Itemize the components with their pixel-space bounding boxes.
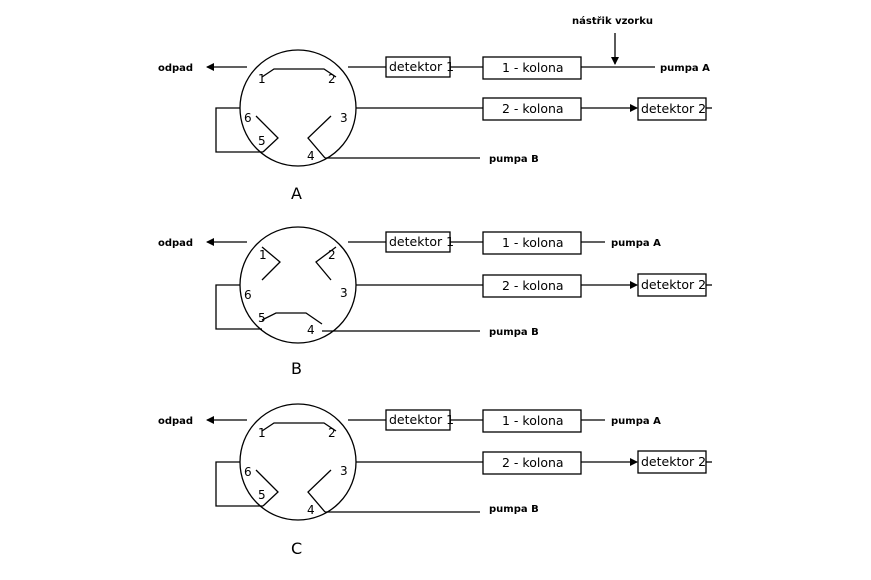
column1-label-c: 1 - kolona [502, 413, 564, 428]
pump-a-label-b: pumpa A [611, 238, 661, 249]
channel-1-6-b [261, 246, 281, 281]
port-2-b: 2 [328, 248, 336, 262]
valve-a [239, 49, 357, 167]
panel-c: odpad detektor 1 1 - kolona pumpa A 2 - … [158, 403, 712, 558]
channel-4-5-b [261, 312, 323, 325]
detector1-label-c: detektor 1 [389, 412, 454, 427]
column2-label-b: 2 - kolona [502, 278, 564, 293]
detector2-label-b: detektor 2 [641, 277, 706, 292]
column2-box-c [482, 451, 582, 475]
port-3-a: 3 [340, 111, 348, 125]
panel-a: odpad detektor 1 1 - kolona pumpa A nást… [158, 15, 712, 203]
valve-b [239, 226, 357, 344]
column2-label-c: 2 - kolona [502, 455, 564, 470]
channel-5-6-a [255, 115, 279, 153]
loop-c [215, 461, 263, 507]
detector1-label-b: detektor 1 [389, 234, 454, 249]
pump-b-label-c: pumpa B [489, 504, 539, 515]
panel-b: odpad detektor 1 1 - kolona pumpa A 2 - … [158, 226, 712, 378]
sample-injection-label: nástřik vzorku [572, 15, 653, 27]
port-4-a: 4 [307, 149, 315, 163]
port-2-c: 2 [328, 426, 336, 440]
column2-box-a [482, 97, 582, 121]
detector2-label-c: detektor 2 [641, 454, 706, 469]
detector1-label-a: detektor 1 [389, 59, 454, 74]
port-6-a: 6 [244, 111, 252, 125]
port-3-b: 3 [340, 286, 348, 300]
port-5-a: 5 [258, 134, 266, 148]
panel-letter-b: B [291, 359, 302, 378]
channel-3-4-c [307, 469, 332, 513]
pump-b-label-b: pumpa B [489, 327, 539, 338]
channel-3-4-a [307, 115, 332, 159]
column1-label-b: 1 - kolona [502, 235, 564, 250]
port-1-c: 1 [258, 426, 266, 440]
valve-c [239, 403, 357, 521]
port-1-a: 1 [258, 72, 266, 86]
column2-box-b [482, 274, 582, 298]
port-5-c: 5 [258, 488, 266, 502]
pump-b-label-a: pumpa B [489, 154, 539, 165]
column1-label-a: 1 - kolona [502, 60, 564, 75]
port-4-b: 4 [307, 323, 315, 337]
panel-letter-a: A [291, 184, 302, 203]
channel-5-6-c [255, 469, 279, 507]
loop-b [215, 284, 262, 330]
port-5-b: 5 [258, 311, 266, 325]
panel-letter-c: C [291, 539, 302, 558]
channel-2-3-b [315, 246, 337, 281]
pump-a-label-a: pumpa A [660, 63, 710, 74]
port-2-a: 2 [328, 72, 336, 86]
port-6-b: 6 [244, 288, 252, 302]
port-4-c: 4 [307, 503, 315, 517]
waste-label-c: odpad [158, 416, 193, 427]
waste-label-a: odpad [158, 63, 193, 74]
column1-box-c [482, 409, 582, 433]
column2-label-a: 2 - kolona [502, 101, 564, 116]
pump-a-label-c: pumpa A [611, 416, 661, 427]
loop-a [215, 107, 263, 153]
channel-1-2-c [261, 422, 337, 432]
detector2-label-a: detektor 2 [641, 101, 706, 116]
column1-box-a [482, 56, 582, 80]
waste-label-b: odpad [158, 238, 193, 249]
column1-box-b [482, 231, 582, 255]
detector2-box-a [637, 97, 707, 121]
port-3-c: 3 [340, 464, 348, 478]
port-6-c: 6 [244, 465, 252, 479]
port-1-b: 1 [259, 248, 267, 262]
channel-1-2-a [261, 68, 337, 78]
